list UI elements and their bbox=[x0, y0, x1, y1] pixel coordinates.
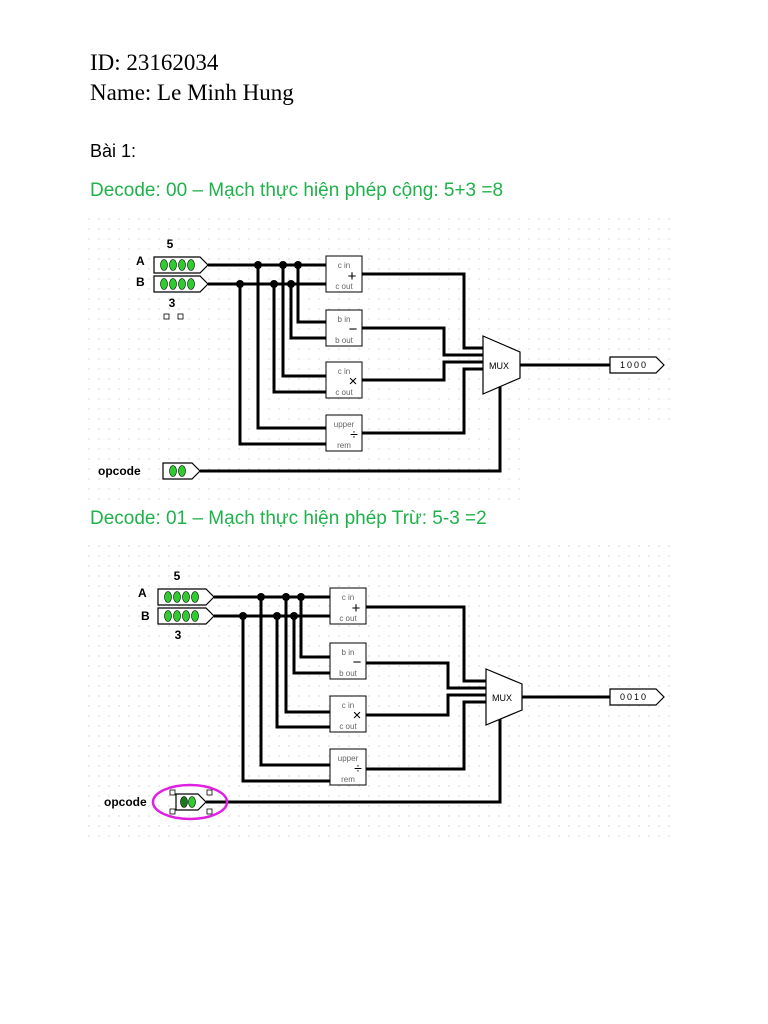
mux-label: MUX bbox=[489, 361, 509, 371]
student-id: ID: 23162034 bbox=[90, 50, 219, 75]
canvas-blank-area bbox=[520, 423, 678, 501]
minus-icon: − bbox=[353, 654, 362, 671]
multiplexer[interactable]: MUX bbox=[485, 668, 523, 726]
adder-component[interactable]: c in c out + bbox=[325, 255, 363, 293]
input-b-value: 3 bbox=[169, 296, 176, 310]
input-b-value: 3 bbox=[175, 628, 182, 642]
input-a-label: A bbox=[136, 254, 145, 268]
input-pin-a[interactable] bbox=[157, 588, 215, 606]
output-pin[interactable]: 0010 bbox=[609, 688, 665, 706]
selection-handles bbox=[169, 789, 213, 815]
divide-icon: ÷ bbox=[350, 426, 358, 442]
output-pin[interactable]: 1000 bbox=[609, 356, 665, 374]
input-a-label: A bbox=[138, 586, 147, 600]
input-b-label: B bbox=[136, 275, 145, 289]
output-value: 1000 bbox=[620, 360, 648, 370]
divider-component[interactable]: upper rem ÷ bbox=[329, 748, 367, 786]
input-b-label: B bbox=[141, 609, 150, 623]
input-pin-b[interactable] bbox=[157, 607, 215, 625]
selection-handle bbox=[177, 313, 184, 320]
multiplexer[interactable]: MUX bbox=[482, 335, 521, 395]
input-pin-a[interactable] bbox=[153, 256, 209, 274]
circuit-wires bbox=[200, 263, 610, 473]
multiplier-carry-out-label: c out bbox=[335, 388, 353, 397]
divider-upper-label: upper bbox=[338, 754, 359, 763]
plus-icon: + bbox=[352, 600, 361, 617]
adder-carry-out-label: c out bbox=[335, 282, 353, 291]
divider-remainder-label: rem bbox=[341, 775, 355, 784]
opcode-input-pin[interactable] bbox=[175, 793, 207, 811]
mux-label: MUX bbox=[492, 693, 512, 703]
multiplier-carry-in-label: c in bbox=[338, 367, 350, 376]
subtractor-borrow-in-label: b in bbox=[342, 648, 355, 657]
multiplier-component[interactable]: c in c out × bbox=[325, 361, 363, 399]
input-a-value: 5 bbox=[167, 237, 174, 251]
multiply-icon: × bbox=[353, 707, 362, 724]
multiplier-carry-in-label: c in bbox=[342, 701, 354, 710]
subtractor-borrow-out-label: b out bbox=[335, 336, 354, 345]
input-a-value: 5 bbox=[174, 569, 181, 583]
opcode-label: opcode bbox=[98, 464, 141, 478]
plus-icon: + bbox=[348, 268, 357, 285]
adder-carry-out-label: c out bbox=[339, 614, 357, 623]
opcode-label: opcode bbox=[104, 795, 147, 809]
subtractor-borrow-in-label: b in bbox=[338, 315, 351, 324]
divider-upper-label: upper bbox=[334, 420, 355, 429]
opcode-input-pin[interactable] bbox=[162, 462, 201, 480]
multiply-icon: × bbox=[349, 373, 358, 390]
subtractor-component[interactable]: b in b out − bbox=[329, 642, 367, 680]
output-value: 0010 bbox=[620, 692, 648, 702]
highlight-ellipse bbox=[151, 783, 229, 821]
circuit-diagram-subtract: 5 A B 3 c in c out bbox=[88, 545, 678, 838]
input-pin-b[interactable] bbox=[153, 275, 209, 293]
section-heading-subtract: Decode: 01 – Mạch thực hiện phép Trừ: 5-… bbox=[90, 508, 487, 529]
circuit-diagram-add: 5 A B 3 c bbox=[88, 218, 678, 501]
divider-component[interactable]: upper rem ÷ bbox=[325, 414, 363, 452]
divide-icon: ÷ bbox=[354, 760, 362, 776]
exercise-title: Bài 1: bbox=[90, 141, 137, 161]
adder-carry-in-label: c in bbox=[338, 261, 350, 270]
circuit-wires bbox=[206, 595, 610, 804]
student-name: Name: Le Minh Hung bbox=[90, 80, 294, 105]
section-heading-add: Decode: 00 – Mạch thực hiện phép cộng: 5… bbox=[90, 180, 504, 201]
selection-handle bbox=[163, 313, 170, 320]
divider-remainder-label: rem bbox=[337, 441, 351, 450]
multiplier-component[interactable]: c in c out × bbox=[329, 695, 367, 733]
adder-component[interactable]: c in c out + bbox=[329, 587, 367, 625]
multiplier-carry-out-label: c out bbox=[339, 722, 357, 731]
adder-carry-in-label: c in bbox=[342, 593, 354, 602]
wire-junctions bbox=[239, 593, 305, 620]
subtractor-borrow-out-label: b out bbox=[339, 669, 358, 678]
wire-junctions bbox=[236, 261, 302, 288]
minus-icon: − bbox=[349, 321, 358, 338]
subtractor-component[interactable]: b in b out − bbox=[325, 309, 363, 347]
